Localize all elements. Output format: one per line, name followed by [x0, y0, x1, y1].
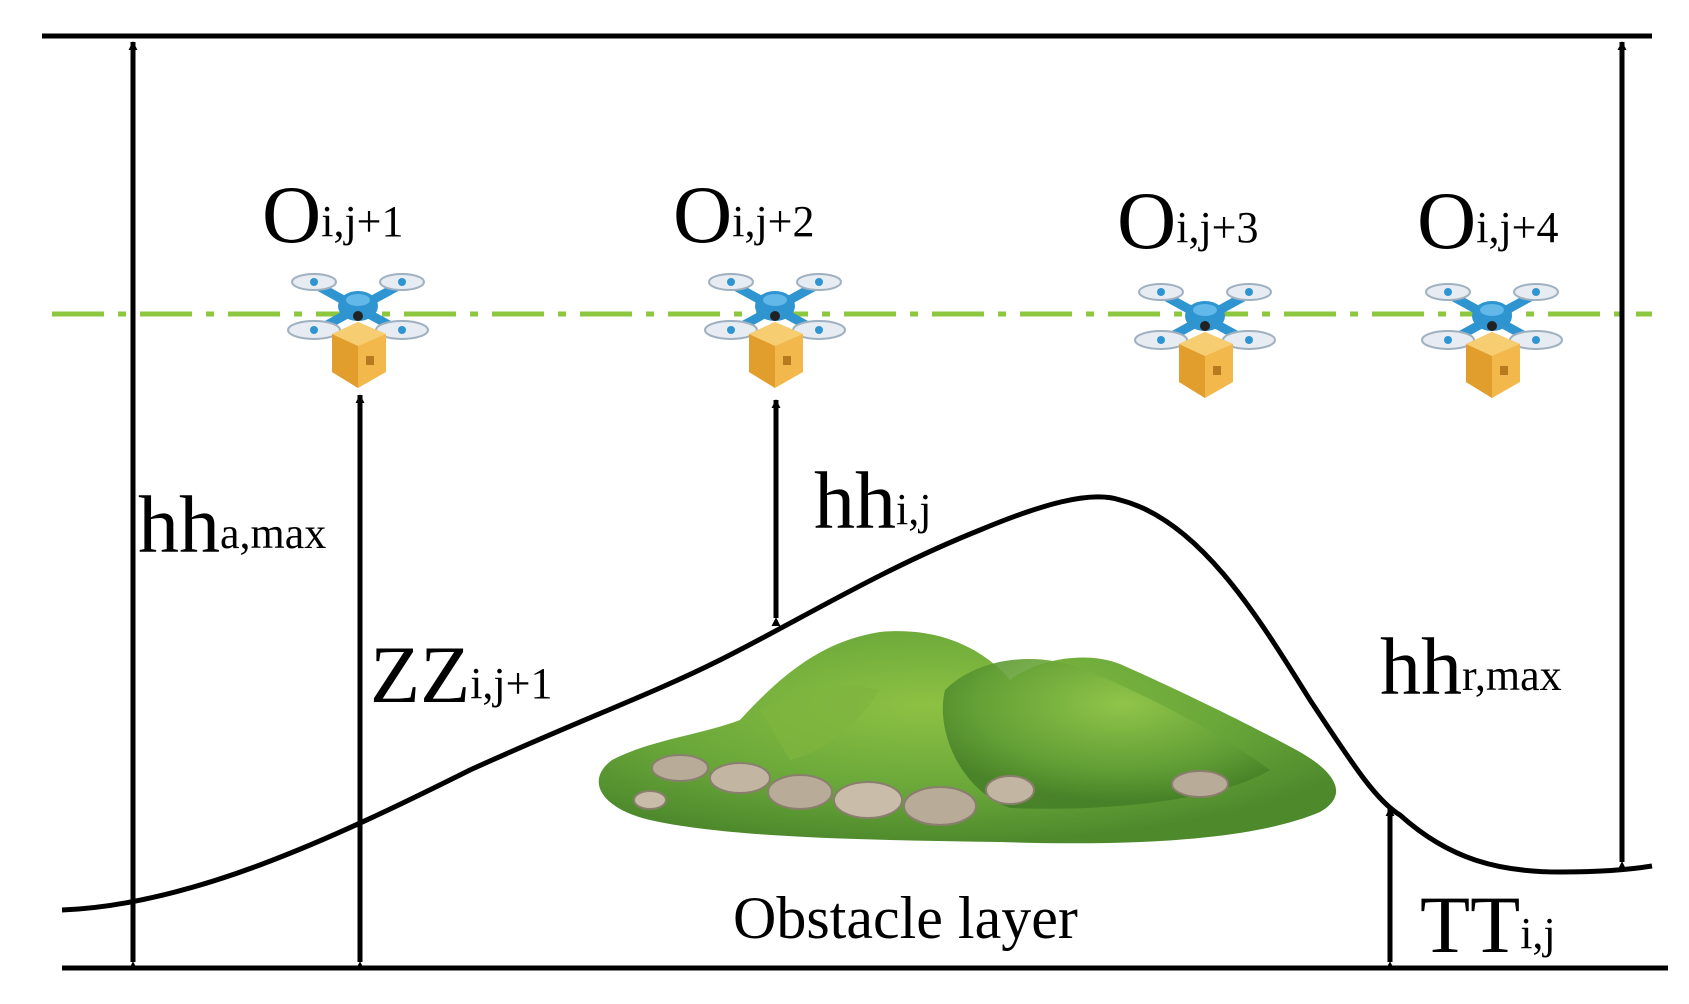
rock — [1171, 770, 1229, 798]
ha-max-label: hha,max — [138, 479, 326, 570]
drone-label-2: Oi,j+2 — [673, 169, 814, 260]
rock — [903, 786, 977, 826]
rock — [633, 790, 667, 810]
drone-icon — [288, 274, 428, 388]
hr-max-label: hhr,max — [1380, 621, 1562, 712]
rock — [709, 762, 771, 794]
drone-label-3: Oi,j+3 — [1117, 175, 1258, 266]
drone-label-1: Oi,j+1 — [262, 169, 403, 260]
drone-icon — [705, 274, 845, 388]
obstacle-layer-label: Obstacle layer — [733, 885, 1078, 951]
drone-label-4: Oi,j+4 — [1417, 175, 1558, 266]
hill-illustration — [598, 631, 1337, 844]
h-ij-label: hhi,j — [814, 455, 931, 546]
rock — [651, 754, 709, 782]
rock — [833, 781, 903, 819]
drone-icon — [1422, 284, 1562, 398]
rock — [985, 775, 1035, 805]
z-ij1-label: ZZi,j+1 — [370, 629, 552, 720]
t-ij-label: TTi,j — [1420, 879, 1556, 970]
drone-icon — [1135, 284, 1275, 398]
rock — [767, 774, 833, 810]
terrain-curve — [61, 494, 1653, 913]
